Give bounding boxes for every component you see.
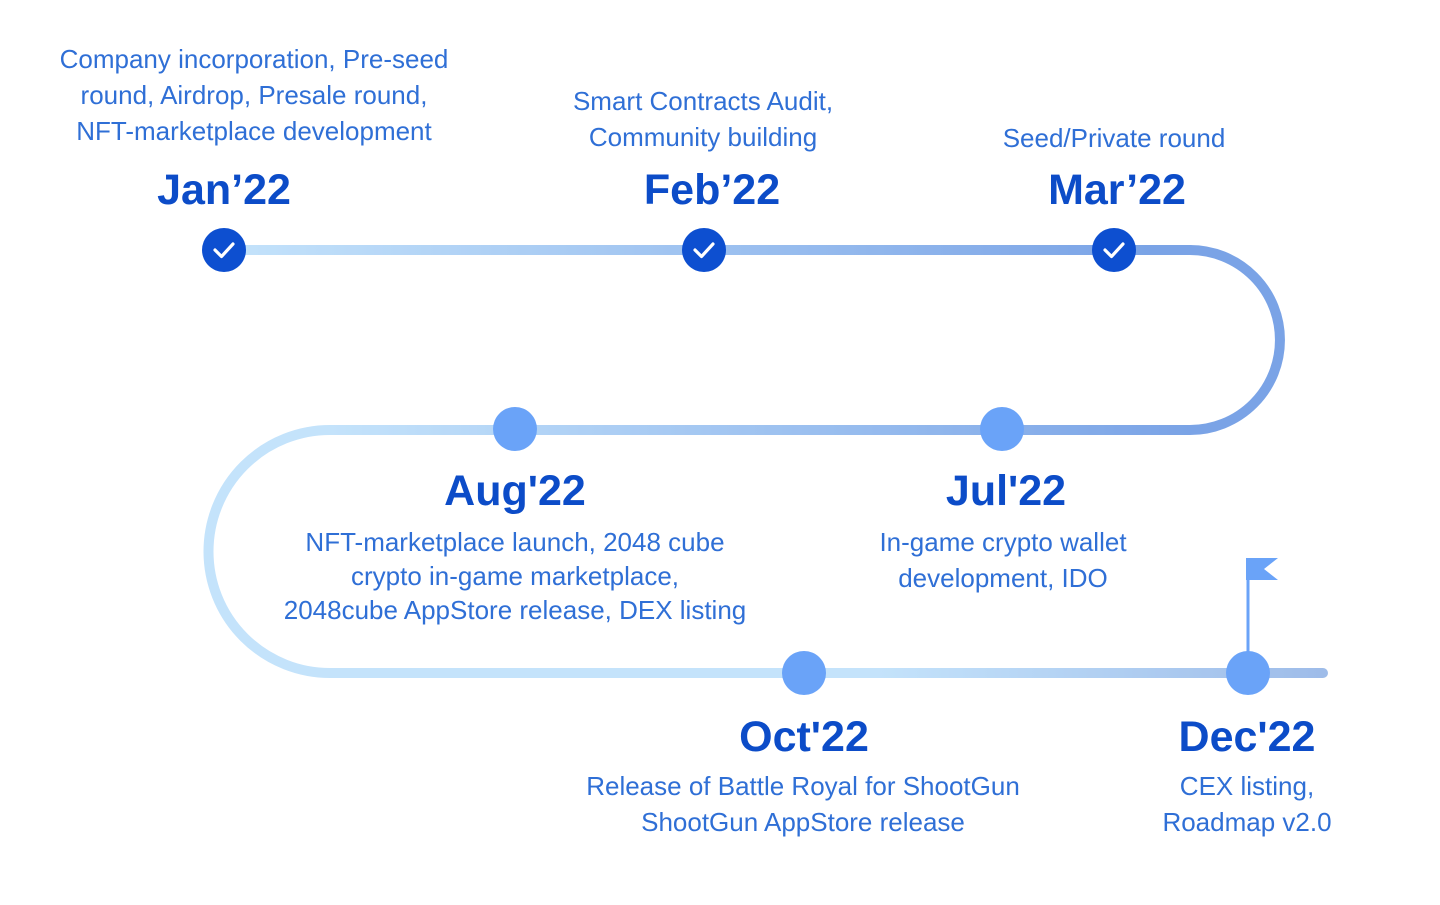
description-line: Company incorporation, Pre-seed	[59, 44, 449, 74]
milestone-marker-jan	[202, 228, 246, 272]
description-line: In-game crypto wallet	[879, 527, 1127, 557]
check-icon	[213, 242, 235, 259]
description-line: crypto in-game marketplace,	[350, 561, 680, 591]
milestone-description-dec: CEX listing, Roadmap v2.0	[1162, 768, 1331, 840]
milestone-description-oct: Release of Battle Royal for ShootGun Sho…	[586, 768, 1020, 840]
milestone-date-jul: Jul'22	[945, 467, 1067, 515]
timeline-track-left-curve	[203, 425, 331, 678]
milestone-description-jul: In-game crypto wallet development, IDO	[879, 524, 1126, 596]
milestone-marker-dec	[1226, 651, 1270, 695]
description-line: Release of Battle Royal for ShootGun	[586, 771, 1020, 801]
description-line: NFT-marketplace development	[76, 116, 432, 146]
milestone-description-feb: Smart Contracts Audit, Community buildin…	[573, 83, 833, 155]
milestone-marker-oct	[782, 651, 826, 695]
milestone-marker-feb	[682, 228, 726, 272]
check-icon	[693, 242, 715, 259]
description-line: CEX listing,	[1179, 771, 1315, 801]
timeline-track-right-curve	[1189, 245, 1285, 435]
milestone-date-mar: Mar’22	[1048, 166, 1186, 214]
milestone-marker-aug	[493, 407, 537, 451]
milestone-date-oct: Oct'22	[739, 713, 869, 761]
description-line: Seed/Private round	[1002, 123, 1226, 153]
check-icon	[1103, 242, 1125, 259]
milestone-date-feb: Feb’22	[643, 166, 781, 214]
milestone-date-jan: Jan’22	[157, 166, 291, 214]
milestone-marker-mar	[1092, 228, 1136, 272]
description-line: NFT-marketplace launch, 2048 cube	[305, 527, 725, 557]
milestone-description-mar: Seed/Private round	[1003, 120, 1226, 156]
description-line: Roadmap v2.0	[1162, 807, 1332, 837]
description-line: 2048cube AppStore release, DEX listing	[283, 595, 747, 625]
description-line: Community building	[588, 122, 818, 152]
milestone-marker-jul	[980, 407, 1024, 451]
description-line: ShootGun AppStore release	[641, 807, 965, 837]
description-line: development, IDO	[898, 563, 1108, 593]
milestone-description-jan: Company incorporation, Pre-seed round, A…	[60, 41, 449, 149]
milestone-date-aug: Aug'22	[444, 467, 586, 515]
flag-icon	[1246, 558, 1278, 580]
milestone-date-dec: Dec'22	[1178, 713, 1316, 761]
description-line: Smart Contracts Audit,	[572, 86, 834, 116]
milestone-description-aug: NFT-marketplace launch, 2048 cube crypto…	[284, 525, 747, 627]
description-line: round, Airdrop, Presale round,	[80, 80, 428, 110]
